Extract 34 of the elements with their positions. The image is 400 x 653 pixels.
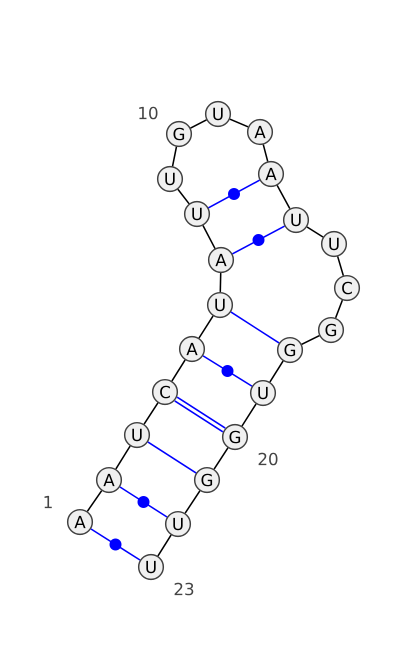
base-pair-line (202, 355, 252, 387)
backbone-line (184, 490, 200, 514)
backbone-line (262, 144, 268, 162)
base-pair-line (208, 180, 260, 208)
backbone-line (177, 188, 190, 204)
backbone-line (190, 119, 207, 129)
backbone-line (230, 118, 248, 128)
base-pair-line (148, 441, 196, 474)
backbone-line (143, 402, 159, 424)
backbone-line (276, 185, 290, 209)
backbone-line (301, 335, 320, 345)
backbone-line (198, 316, 214, 338)
position-number: 10 (139, 106, 158, 120)
position-number: 1 (44, 496, 52, 508)
base-pair-line (230, 311, 280, 344)
backbone-line (334, 300, 344, 318)
backbone-line (241, 404, 257, 426)
backbone-line (172, 146, 178, 166)
base-pair-line (90, 528, 140, 561)
backbone-line (171, 360, 186, 382)
backbone-line (202, 225, 216, 249)
base-pair-line (120, 486, 168, 518)
backbone-line (269, 360, 284, 382)
base-pair-line (174, 396, 226, 432)
position-number: 20 (258, 452, 278, 466)
position-number: 23 (174, 582, 194, 596)
backbone-line (115, 446, 131, 470)
base-pair-line (232, 225, 285, 255)
backbone-line (220, 273, 222, 292)
backbone-line (336, 256, 344, 276)
backbone-line (214, 448, 229, 470)
backbone-line (306, 226, 324, 238)
backbone-line (86, 490, 102, 512)
backbone-line (157, 534, 172, 556)
